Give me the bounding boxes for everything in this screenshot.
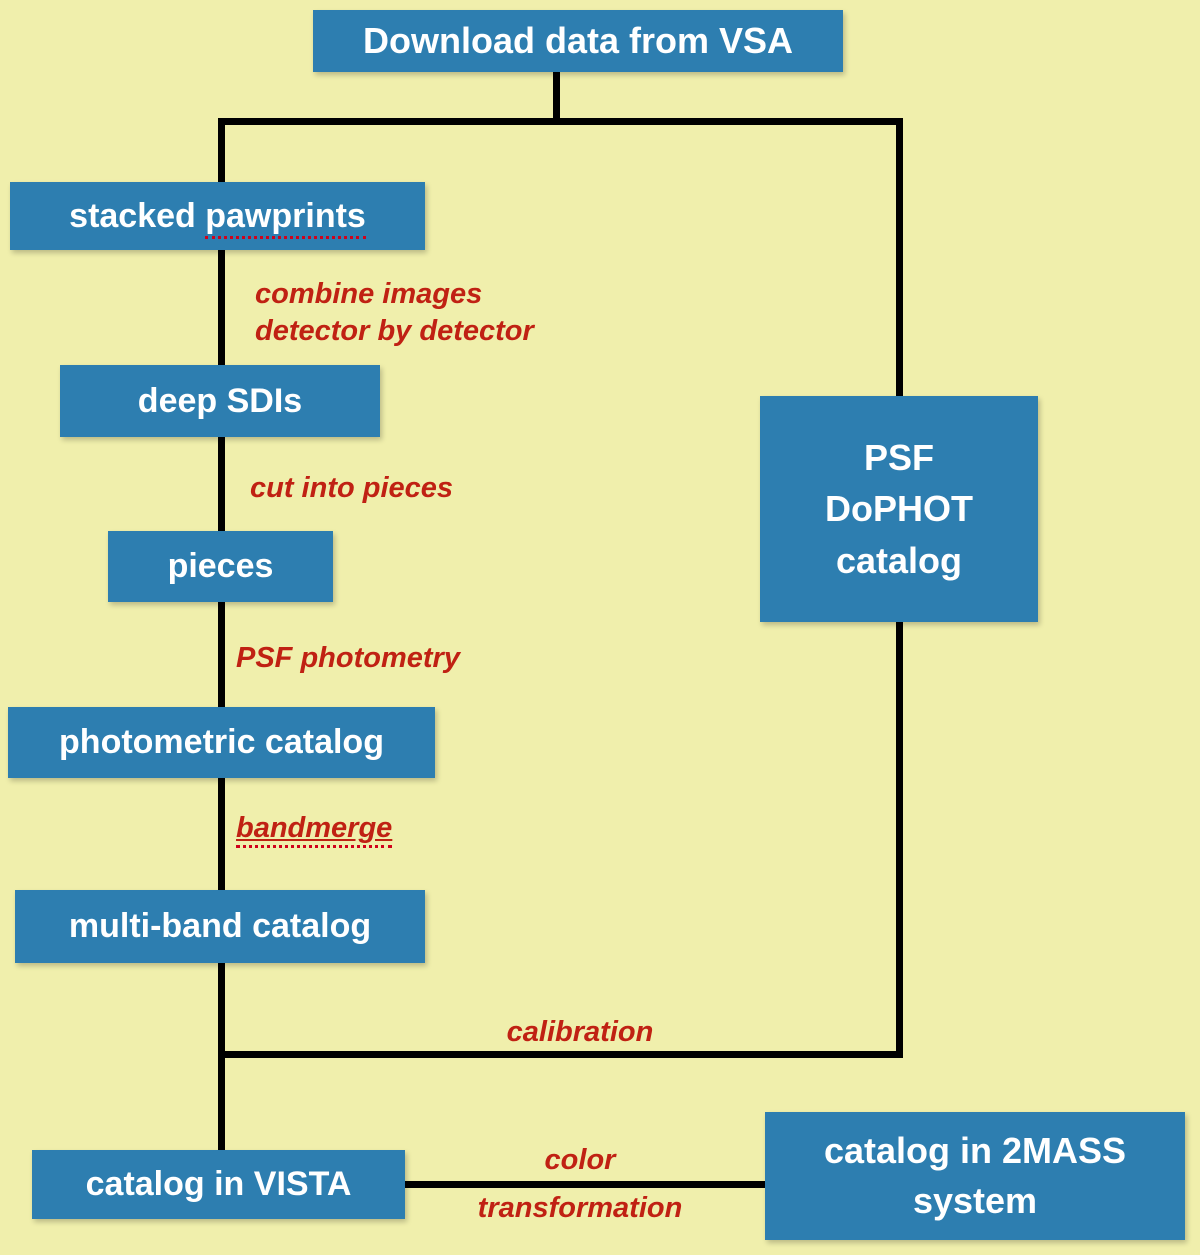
stacked-flagged-word: pawprints xyxy=(205,196,366,239)
node-psf-dophot-line3: catalog xyxy=(835,539,963,581)
edge-label-bandmerge: bandmerge xyxy=(236,810,393,848)
node-deep-sdis-label: deep SDIs xyxy=(137,381,303,420)
node-deep-sdis: deep SDIs xyxy=(60,365,380,437)
edge-label-combine-line1: combine images xyxy=(255,278,483,310)
edge-label-combine-line2: detector by detector xyxy=(255,315,534,348)
node-stacked-pawprints: stacked pawprints xyxy=(10,182,425,250)
connector-download-vertical xyxy=(553,70,560,125)
node-photometric-catalog: photometric catalog xyxy=(8,707,435,778)
connector-right-vertical-upper xyxy=(896,118,903,398)
edge-label-transformation: transformation xyxy=(477,1192,683,1224)
node-download-data: Download data from VSA xyxy=(313,10,843,72)
node-catalog-2mass-line1: catalog in 2MASS xyxy=(823,1129,1127,1171)
node-catalog-2mass-line2: system xyxy=(912,1180,1038,1221)
edge-label-calibration: calibration xyxy=(506,1016,654,1048)
node-multiband-catalog-label: multi-band catalog xyxy=(68,907,372,945)
connector-bottom-horizontal xyxy=(400,1181,770,1188)
connector-left-vertical xyxy=(218,118,225,1190)
edge-label-combine-images: combine images detector by detector xyxy=(255,276,534,350)
node-download-data-label: Download data from VSA xyxy=(362,20,794,61)
node-catalog-2mass: catalog in 2MASS system xyxy=(765,1112,1185,1240)
edge-label-color: color xyxy=(544,1144,616,1176)
node-pieces: pieces xyxy=(108,531,333,602)
node-catalog-vista-label: catalog in VISTA xyxy=(85,1165,352,1203)
edge-label-bandmerge-text: bandmerge xyxy=(236,812,393,848)
node-pieces-label: pieces xyxy=(167,547,274,585)
node-psf-dophot-catalog: PSF DoPHOT catalog xyxy=(760,396,1038,622)
connector-right-vertical-lower xyxy=(896,620,903,1058)
node-stacked-pawprints-label: stacked pawprints xyxy=(69,196,366,239)
node-psf-dophot-line1: PSF xyxy=(863,437,934,479)
stacked-prefix-text: stacked xyxy=(69,196,206,235)
connector-calibration-horizontal xyxy=(218,1051,903,1058)
connector-top-horizontal xyxy=(218,118,903,125)
node-photometric-catalog-label: photometric catalog xyxy=(59,723,384,761)
node-multiband-catalog: multi-band catalog xyxy=(15,890,425,963)
node-psf-dophot-line2: DoPHOT xyxy=(825,488,973,530)
edge-label-cut-into-pieces: cut into pieces xyxy=(250,472,454,504)
edge-label-psf-photometry: PSF photometry xyxy=(236,642,460,674)
node-catalog-vista: catalog in VISTA xyxy=(32,1150,405,1219)
